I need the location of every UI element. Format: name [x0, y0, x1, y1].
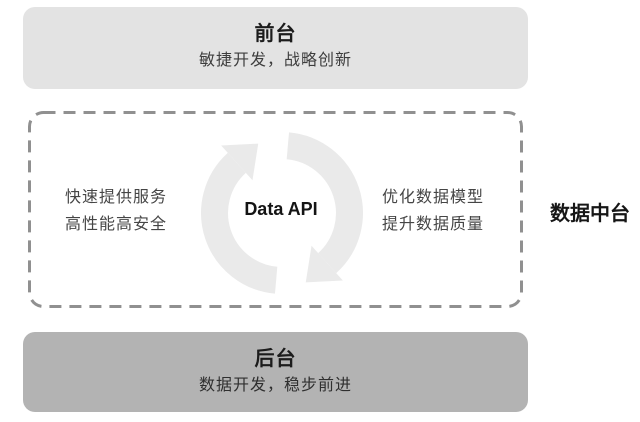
back-layer-box: 后台 数据开发，稳步前进 — [23, 332, 528, 412]
middle-right-text: 优化数据模型 提升数据质量 — [379, 184, 487, 238]
front-layer-title: 前台 — [254, 23, 297, 45]
middle-right-line-1: 优化数据模型 — [381, 189, 484, 206]
middle-left-text: 快速提供服务 高性能高安全 — [62, 184, 170, 238]
middle-left-line-2: 高性能高安全 — [64, 216, 167, 233]
sync-arrows-icon — [201, 132, 363, 294]
data-platform-side-label: 数据中台 — [550, 203, 630, 225]
data-api-label: Data API — [244, 199, 318, 219]
middle-left-line-1: 快速提供服务 — [64, 189, 167, 206]
back-layer-title: 后台 — [254, 348, 297, 370]
front-layer-box: 前台 敏捷开发，战略创新 — [23, 7, 528, 89]
middle-right-line-2: 提升数据质量 — [381, 216, 484, 233]
front-layer-subtitle: 敏捷开发，战略创新 — [198, 52, 352, 69]
data-platform-dashed-border — [28, 111, 523, 308]
back-layer-subtitle: 数据开发，稳步前进 — [198, 377, 352, 394]
